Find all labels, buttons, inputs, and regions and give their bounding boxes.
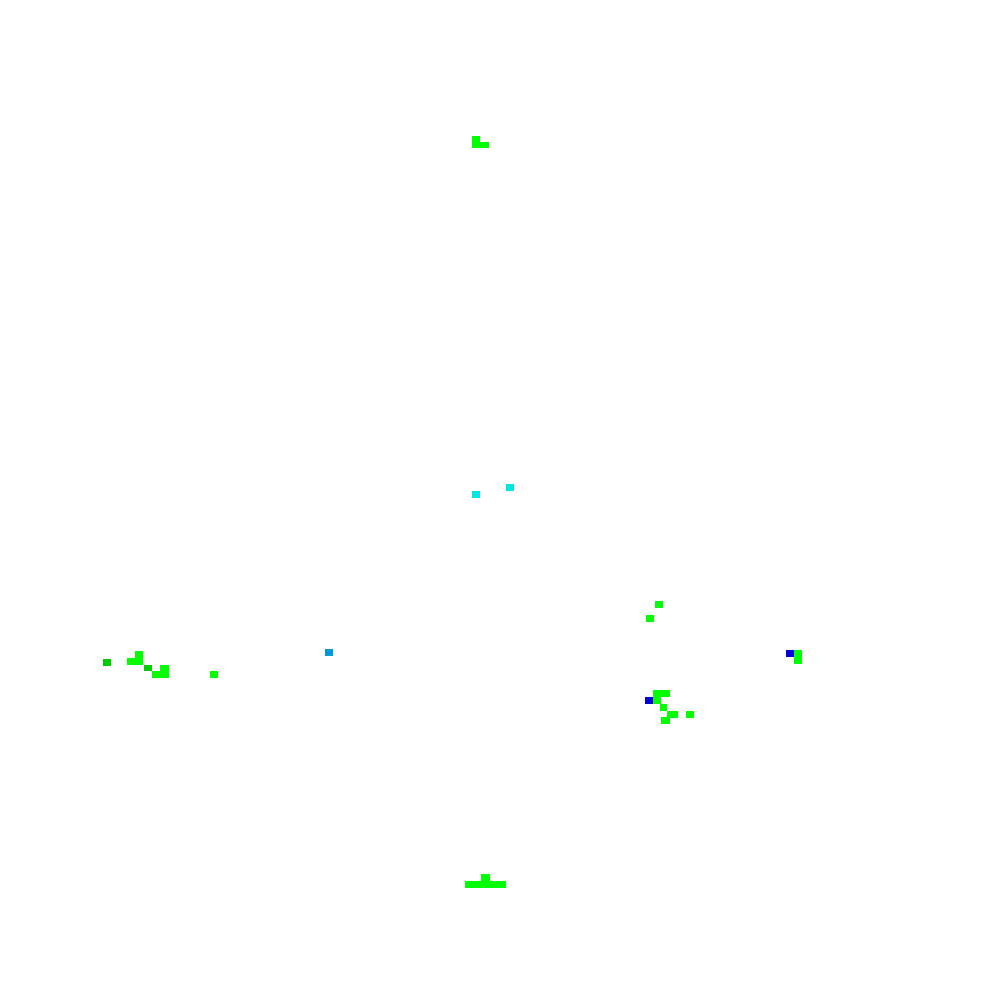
pixel [506,484,514,491]
pixel [481,874,490,881]
pixel [210,671,218,678]
pixel [786,650,794,657]
pixel [160,665,169,672]
pixel [127,658,143,665]
pixel [135,651,143,658]
pixel [653,690,670,697]
pixel [325,649,333,656]
pixel [480,142,489,148]
pixel [667,711,678,718]
pixel [472,136,480,148]
pixel [645,697,653,704]
pixel [646,615,654,622]
pixel [794,650,802,664]
pixel [686,711,694,718]
pixel [661,717,670,724]
pixel [655,601,663,608]
pixel [152,671,169,678]
pixel [472,491,480,498]
pixel [103,659,111,666]
pixel [660,704,667,711]
pixel [465,881,506,888]
pixel [144,665,152,671]
pixel [653,697,661,704]
